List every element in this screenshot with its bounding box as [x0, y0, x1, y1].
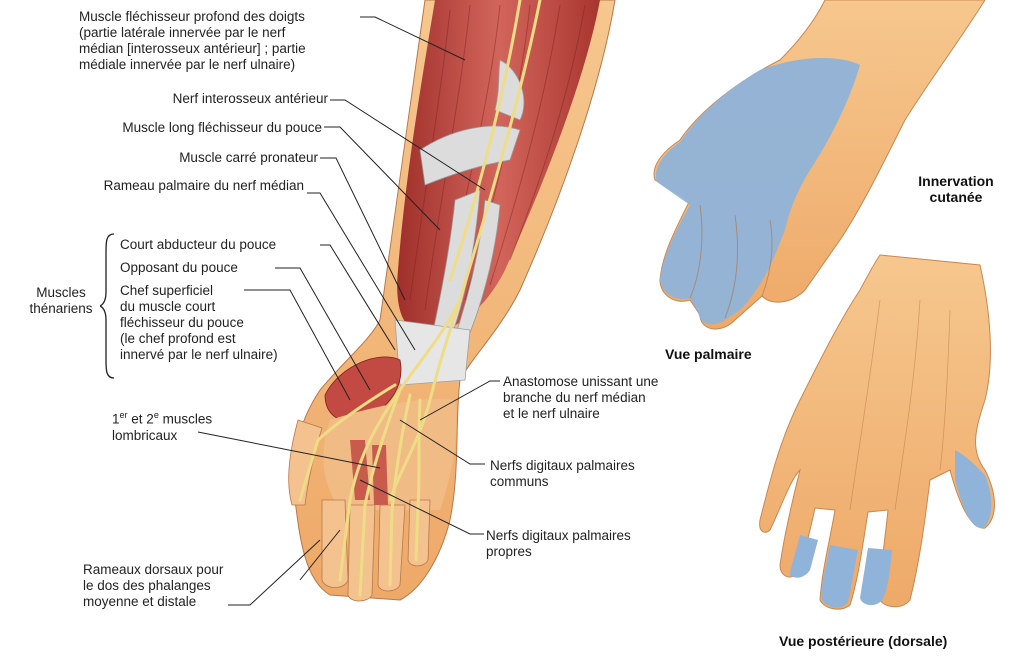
median-territory-dorsal-index: [790, 535, 818, 578]
label-rameaux-dorsaux: Rameaux dorsaux pour le dos des phalange…: [83, 562, 224, 609]
label-digitaux-propres: Nerfs digitaux palmaires propres: [486, 528, 631, 559]
median-territory-dorsal-middle: [821, 545, 858, 608]
label-nerf-interosseux: Nerf interosseux antérieur: [172, 91, 328, 106]
dorsal-skin: [759, 254, 995, 610]
label-carre-pronateur: Muscle carré pronateur: [179, 150, 318, 165]
label-long-flechisseur: Muscle long fléchisseur du pouce: [122, 120, 322, 135]
dorsal-view-hand: [759, 254, 995, 610]
label-court-abducteur: Court abducteur du pouce: [120, 237, 277, 252]
label-vue-posterieure: Vue postérieure (dorsale): [779, 633, 948, 649]
median-territory-palmar: [655, 58, 860, 325]
ulnar-territory-dorsal-little: [955, 450, 992, 529]
little-finger: [407, 499, 431, 567]
thenar-brace: [100, 233, 115, 379]
median-territory-dorsal-ring: [860, 548, 892, 606]
label-muscles-thenariens: Muscles thénariens: [29, 285, 93, 316]
label-chef-superficiel: Chef superficiel du muscle court fléchis…: [120, 283, 278, 362]
label-innervation-cutanee: Innervation cutanée: [918, 173, 994, 205]
palmar-view-hand: [653, 0, 986, 330]
label-rameau-palmaire: Rameau palmaire du nerf médian: [103, 178, 304, 193]
label-digitaux-communs: Nerfs digitaux palmaires communs: [490, 458, 635, 489]
label-anastomose: Anastomose unissant une branche du nerf …: [503, 374, 659, 421]
wrist-retinaculum: [394, 319, 471, 386]
label-opposant: Opposant du pouce: [120, 260, 238, 275]
label-flechisseur-profond: Muscle fléchisseur profond des doigts (p…: [79, 9, 306, 72]
leader-lines: [197, 16, 500, 606]
label-vue-palmaire: Vue palmaire: [665, 346, 752, 362]
forearm-dissection: [288, 0, 616, 602]
